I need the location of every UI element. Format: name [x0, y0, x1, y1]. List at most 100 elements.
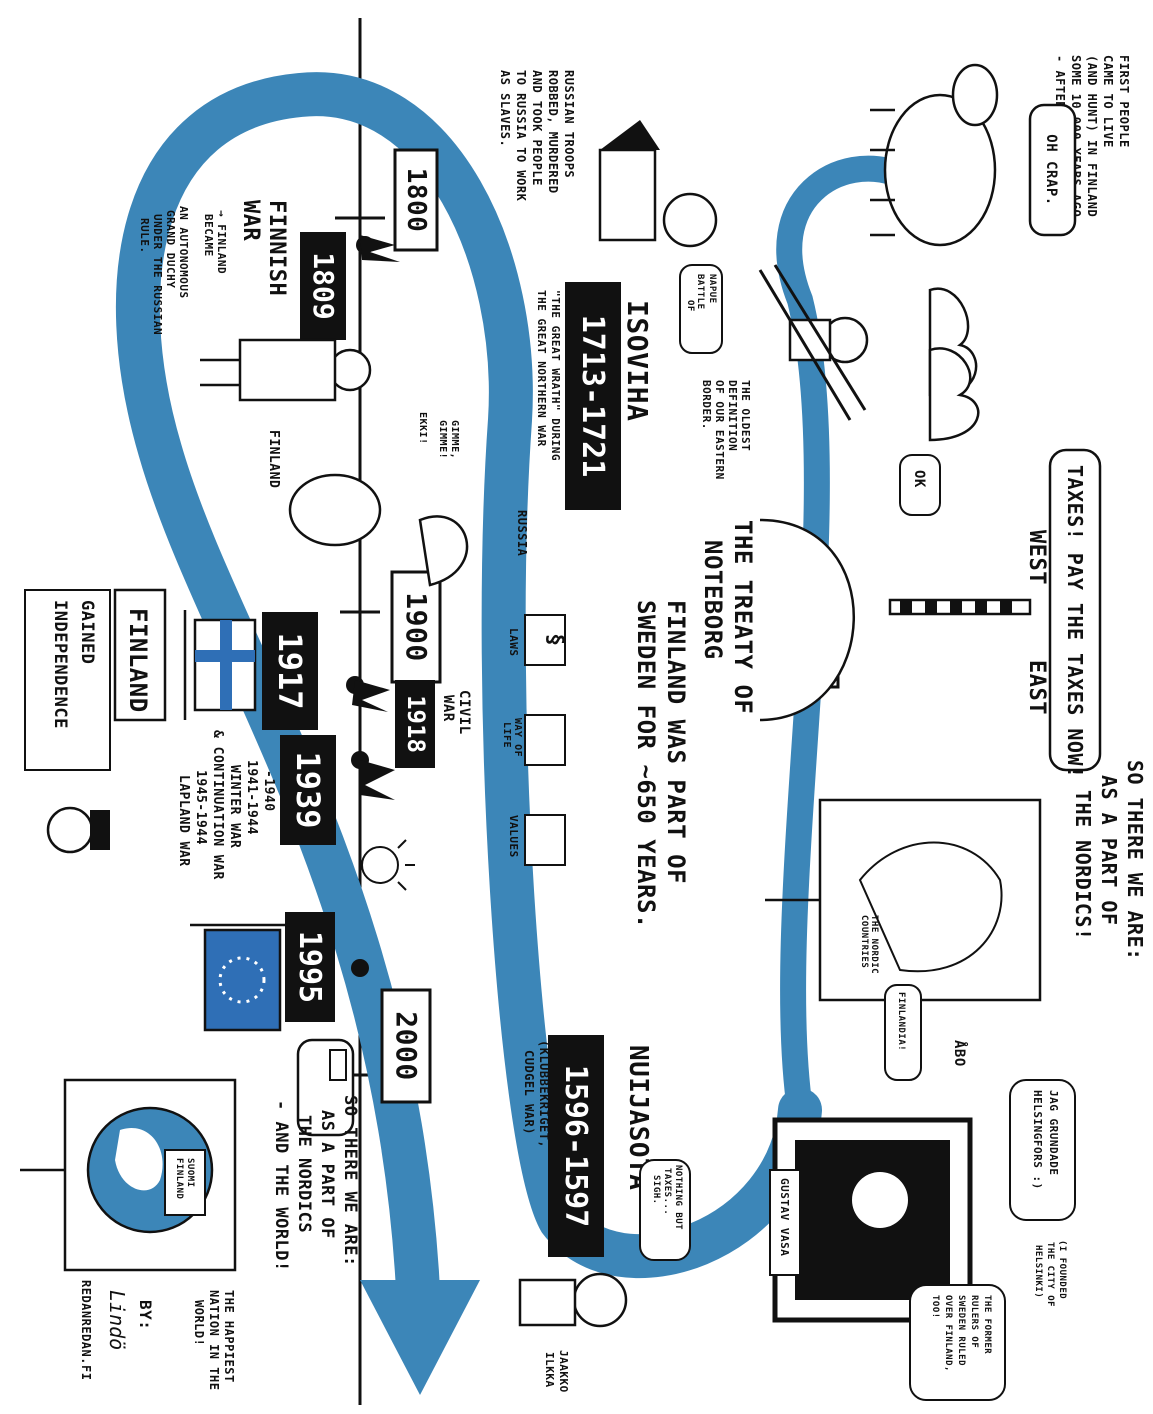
figure-with-hat	[46, 806, 110, 854]
great-wrath-caption: "THE GREAT WRATH" DURING THE GREAT NORTH…	[535, 290, 562, 461]
abo-label: ÅBO	[951, 1040, 968, 1067]
svg-text:SWEDEN RULED: SWEDEN RULED	[956, 1295, 966, 1366]
svg-text:1941-1944: 1941-1944	[244, 760, 259, 835]
date-1809: 1809	[300, 232, 346, 340]
svg-text:GIMME!: GIMME!	[437, 420, 448, 459]
svg-text:1995: 1995	[292, 931, 327, 1003]
svg-text:(KLUBBEKRIGET,: (KLUBBEKRIGET,	[537, 1040, 551, 1148]
svg-text:NOTHING BUT: NOTHING BUT	[673, 1165, 683, 1230]
svg-text:FINLAND WAS PART OF: FINLAND WAS PART OF	[662, 600, 690, 884]
svg-text:LIFE: LIFE	[501, 722, 512, 748]
svg-text:NOTEBORG: NOTEBORG	[699, 540, 727, 660]
gained-independence-caption: GAINED INDEPENDENCE	[24, 589, 111, 771]
date-2000: 2000	[380, 988, 432, 1104]
svg-text:GUSTAV VASA: GUSTAV VASA	[778, 1178, 791, 1256]
svg-text:LAPLAND WAR: LAPLAND WAR	[176, 775, 191, 867]
west-label: WEST	[1024, 530, 1049, 585]
russia-caption: RUSSIA	[515, 510, 529, 557]
treaty-title: THE TREATY OF NOTEBORG	[699, 520, 757, 714]
moose-icon	[870, 63, 999, 247]
date-1900: 1900	[390, 570, 442, 684]
soldier-icon	[200, 338, 372, 402]
skier-icon	[758, 264, 869, 421]
svg-text:TO RUSSIA TO WORK: TO RUSSIA TO WORK	[514, 70, 528, 202]
svg-text:WAR: WAR	[440, 695, 456, 722]
svg-text:LAWS: LAWS	[507, 628, 520, 657]
map-icon	[765, 798, 1042, 1002]
svg-text:1713-1721: 1713-1721	[575, 315, 610, 478]
first-people-caption: FIRST PEOPLE CAME TO LIVE (AND HUNT) IN …	[1053, 55, 1131, 217]
autonomous-caption: AN AUTONOMOUS GRAND DUCHY UNDER THE RUSS…	[138, 206, 190, 335]
finland-flag-icon	[183, 610, 257, 720]
svg-text:1809: 1809	[307, 252, 340, 319]
suomi-finland-sign: SUOMI FINLAND	[164, 1149, 206, 1216]
svg-text:CAME TO LIVE: CAME TO LIVE	[1101, 55, 1115, 148]
svg-text:WAR: WAR	[238, 200, 263, 241]
world-heading: SO THERE WE ARE: AS A PART OF THE NORDIC…	[271, 1095, 360, 1272]
border-hill	[759, 518, 855, 722]
svg-text:JAG GRUNDADE: JAG GRUNDADE	[1047, 1090, 1060, 1175]
jaakko-ilkka-figure	[518, 1272, 628, 1328]
east-label: EAST	[1024, 660, 1049, 715]
nordics-heading: SO THERE WE ARE: AS A PART OF THE NORDIC…	[1071, 760, 1147, 961]
svg-text:THE NORDICS: THE NORDICS	[294, 1115, 314, 1233]
svg-text:-1940: -1940	[261, 770, 276, 812]
cudgel-war-caption: (KLUBBEKRIGET, CUDGEL WAR)	[522, 1040, 551, 1148]
taxes-bubble: TAXES! PAY THE TAXES NOW!	[1048, 448, 1102, 779]
svg-text:THE NORDIC: THE NORDIC	[869, 915, 879, 974]
oldest-definition-caption: THE OLDEST DEFINITION OF OUR EASTERN BOR…	[700, 380, 752, 480]
svg-text:FINLAND: FINLAND	[124, 608, 152, 713]
svg-text:BORDER.: BORDER.	[700, 380, 713, 430]
values-panel: VALUES	[507, 814, 566, 866]
svg-text:1918: 1918	[402, 695, 430, 753]
svg-text:TAXES! PAY THE TAXES NOW!: TAXES! PAY THE TAXES NOW!	[1063, 465, 1087, 779]
finland-banner: FINLAND	[113, 588, 167, 722]
svg-text:SUOMI: SUOMI	[185, 1158, 195, 1188]
date-1596-1597: 1596-1597	[548, 1035, 604, 1257]
history-river-upper	[776, 155, 913, 1123]
svg-text:OK: OK	[911, 470, 927, 488]
svg-text:CIVIL: CIVIL	[456, 690, 472, 735]
svg-text:THE CITY OF: THE CITY OF	[1045, 1242, 1055, 1307]
battle-bubble: BATTLE OF NAPUE	[679, 264, 723, 354]
svg-text:RULE.: RULE.	[138, 218, 151, 254]
nordic-countries-caption: THE NORDIC COUNTRIES	[859, 915, 879, 974]
svg-text:SO THERE WE ARE:: SO THERE WE ARE:	[1123, 760, 1147, 961]
ok-bubble: OK	[899, 454, 941, 516]
svg-text:1900: 1900	[400, 592, 433, 661]
svg-text:DEFINITION: DEFINITION	[726, 380, 739, 451]
svg-text:ILKKA: ILKKA	[543, 1352, 556, 1388]
svg-text:(I FOUNDED: (I FOUNDED	[1057, 1240, 1067, 1299]
svg-text:AS SLAVES.: AS SLAVES.	[498, 70, 512, 147]
founded-helsinki-caption: (I FOUNDED THE CITY OF HELSINKI)	[1033, 1240, 1067, 1307]
border-post-icon	[888, 598, 1032, 616]
cossack-icon	[598, 120, 718, 248]
svg-text:BECAME: BECAME	[202, 214, 215, 257]
svg-text:1800: 1800	[401, 168, 431, 233]
svg-text:TAXES...: TAXES...	[662, 1168, 672, 1215]
wars-caption: -1940 1941-1944 WINTER WAR & CONTINUATIO…	[176, 730, 276, 880]
svg-text:ROBBED, MURDERED: ROBBED, MURDERED	[546, 70, 560, 194]
svg-text:THE GREAT NORTHERN WAR: THE GREAT NORTHERN WAR	[535, 290, 548, 447]
svg-text:§: §	[542, 633, 567, 647]
russian-troops-caption: RUSSIAN TROOPS ROBBED, MURDERED AND TOOK…	[498, 70, 576, 202]
svg-text:2000: 2000	[390, 1011, 423, 1080]
mobile-phone-icon	[296, 1038, 355, 1137]
finlandia-bubble: FINLANDIA!	[884, 984, 922, 1081]
svg-text:(AND HUNT) IN FINLAND: (AND HUNT) IN FINLAND	[1085, 55, 1099, 217]
svg-text:AN AUTONOMOUS: AN AUTONOMOUS	[177, 206, 190, 299]
svg-text:JAAKKO: JAAKKO	[557, 1350, 570, 1393]
finland-caption: FINLAND	[266, 430, 281, 488]
svg-text:FIRST PEOPLE: FIRST PEOPLE	[1117, 55, 1131, 148]
svg-text:GAINED: GAINED	[77, 600, 97, 664]
bird-icon	[288, 473, 469, 587]
svg-text:RULERS OF: RULERS OF	[969, 1295, 979, 1348]
by-label: BY:	[136, 1300, 155, 1330]
svg-text:HELSINKI): HELSINKI)	[1033, 1245, 1043, 1298]
laws-panel: § LAWS	[507, 614, 567, 666]
sun-icon	[361, 839, 415, 891]
svg-text:FINLAND: FINLAND	[174, 1158, 184, 1200]
war-burst-icon	[352, 235, 400, 800]
svg-text:OF: OF	[685, 300, 695, 312]
